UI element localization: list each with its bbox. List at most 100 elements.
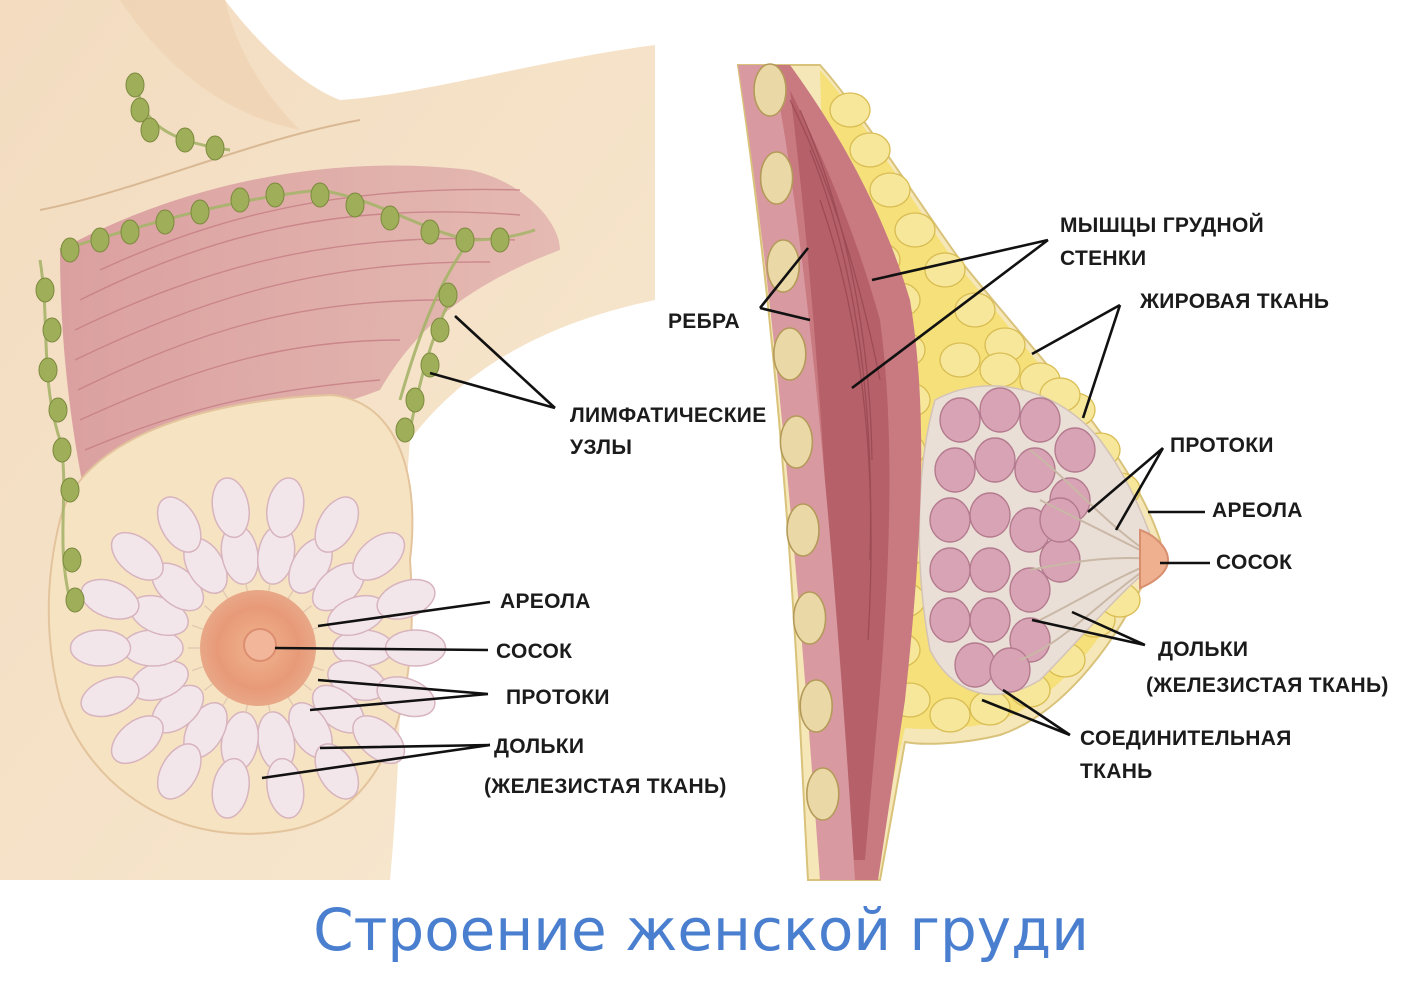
lymph-node bbox=[438, 282, 458, 308]
label-connective-line1: СОЕДИНИТЕЛЬНАЯ bbox=[1080, 727, 1292, 750]
lymph-node bbox=[205, 135, 225, 161]
leader-front-areola bbox=[317, 600, 491, 628]
side-nipple bbox=[1139, 528, 1170, 590]
leader-front-nipple bbox=[274, 646, 489, 652]
side-lobule bbox=[969, 547, 1011, 593]
clavicle-fold bbox=[39, 119, 361, 211]
lymph-node bbox=[175, 127, 195, 153]
label-front-nipple: СОСОК bbox=[496, 640, 573, 663]
label-chest-muscles-line2: СТЕНКИ bbox=[1060, 247, 1147, 270]
front-lobule bbox=[266, 477, 305, 539]
lymph-node bbox=[395, 417, 415, 443]
chest-muscle-fibers bbox=[789, 99, 881, 641]
front-lobule bbox=[110, 531, 164, 581]
lymph-node bbox=[62, 547, 82, 573]
fat-globule bbox=[924, 252, 966, 288]
rib bbox=[766, 239, 801, 293]
lymph-node bbox=[455, 227, 475, 253]
rib bbox=[792, 591, 827, 645]
label-lymph-nodes-line2: УЗЛЫ bbox=[570, 436, 633, 459]
label-chest-muscles-line1: МЫШЦЫ ГРУДНОЙ bbox=[1060, 214, 1264, 237]
leader-ribs bbox=[758, 247, 811, 322]
lymph-node bbox=[130, 97, 150, 123]
front-lobule bbox=[211, 477, 250, 539]
lymph-node bbox=[140, 117, 160, 143]
label-side-lobules-line1: ДОЛЬКИ bbox=[1158, 638, 1249, 661]
leader-lines bbox=[261, 238, 1210, 780]
rib bbox=[805, 767, 840, 821]
label-front-lobules-line2: (ЖЕЛЕЗИСТАЯ ТКАНЬ) bbox=[484, 775, 727, 798]
side-lobules bbox=[929, 387, 1096, 693]
side-lobule bbox=[1009, 567, 1051, 613]
leader-side-ducts bbox=[1087, 447, 1165, 531]
label-side-areola: АРЕОЛА bbox=[1212, 499, 1303, 522]
front-lobule bbox=[69, 629, 132, 667]
lymph-node bbox=[38, 357, 58, 383]
label-side-lobules-line2: (ЖЕЛЕЗИСТАЯ ТКАНЬ) bbox=[1146, 674, 1389, 697]
label-lymph-nodes-line1: ЛИМФАТИЧЕСКИЕ bbox=[570, 404, 767, 427]
side-lobule bbox=[1054, 427, 1096, 473]
lymph-node bbox=[60, 237, 80, 263]
side-lobule bbox=[929, 497, 971, 543]
label-connective-line2: ТКАНЬ bbox=[1080, 760, 1153, 783]
side-lobule bbox=[974, 437, 1016, 483]
lymph-nodes bbox=[35, 72, 510, 613]
lymph-node bbox=[65, 587, 85, 613]
side-lobule bbox=[989, 647, 1031, 693]
leader-fat bbox=[1031, 303, 1122, 419]
fat-globule bbox=[869, 172, 911, 208]
rib bbox=[779, 415, 814, 469]
label-ribs: РЕБРА bbox=[668, 310, 740, 333]
rib bbox=[786, 503, 820, 557]
fat-globule bbox=[829, 92, 871, 128]
lymph-node bbox=[155, 209, 175, 235]
label-front-lobules-line1: ДОЛЬКИ bbox=[494, 735, 585, 758]
side-lobule bbox=[969, 492, 1011, 538]
side-lobule bbox=[934, 447, 976, 493]
leader-lymph bbox=[429, 315, 556, 410]
front-lobule bbox=[314, 496, 360, 553]
lymph-node bbox=[490, 227, 510, 253]
label-front-areola: АРЕОЛА bbox=[500, 590, 591, 613]
chest-muscle-inner bbox=[790, 90, 890, 860]
leader-front-ducts bbox=[309, 678, 489, 712]
rib bbox=[753, 63, 787, 117]
front-lobule bbox=[314, 743, 360, 800]
leader-side-lobules bbox=[1031, 610, 1146, 647]
fat-globule bbox=[849, 132, 891, 168]
fat-globule bbox=[939, 342, 981, 378]
front-lobule bbox=[80, 578, 140, 620]
lymph-node bbox=[405, 387, 425, 413]
lymph-node bbox=[35, 277, 55, 303]
lymph-node bbox=[230, 187, 250, 213]
front-lobule bbox=[352, 531, 406, 581]
fat-globule bbox=[894, 212, 936, 248]
lymph-node bbox=[420, 352, 440, 378]
front-lobule bbox=[80, 676, 140, 718]
leader-chest-muscles bbox=[851, 238, 1049, 390]
lymph-node bbox=[430, 317, 450, 343]
rib bbox=[799, 679, 834, 733]
ribs-group bbox=[753, 63, 840, 821]
front-lobule bbox=[376, 578, 436, 620]
side-lobule bbox=[929, 547, 971, 593]
lymph-node bbox=[380, 205, 400, 231]
front-lobule bbox=[110, 715, 164, 765]
side-lobule bbox=[979, 387, 1021, 433]
front-nipple bbox=[243, 628, 277, 662]
side-lobule bbox=[1019, 397, 1061, 443]
lymph-node bbox=[420, 219, 440, 245]
side-lobule bbox=[939, 397, 981, 443]
front-lobule bbox=[211, 757, 250, 819]
side-lobule bbox=[929, 597, 971, 643]
lymph-node bbox=[90, 227, 110, 253]
neck-shading bbox=[120, 0, 300, 130]
front-view bbox=[0, 0, 655, 880]
lymph-node bbox=[265, 182, 285, 208]
lymph-node bbox=[190, 199, 210, 225]
front-lobule bbox=[156, 496, 202, 553]
lymph-node bbox=[60, 477, 80, 503]
side-lobule bbox=[969, 597, 1011, 643]
